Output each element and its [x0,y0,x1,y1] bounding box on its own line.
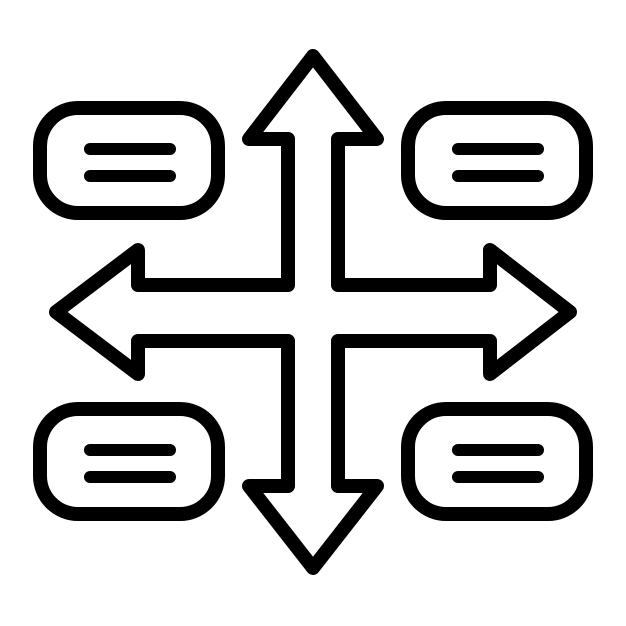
text-box-top-right [401,101,593,220]
text-box-top-left [33,101,225,220]
text-box-frame [401,402,593,521]
text-box-bottom-left [33,402,225,521]
text-box-frame [33,101,225,220]
text-box-frame [401,101,593,220]
cross-arrow-outline [49,49,577,575]
text-box-bottom-right [401,402,593,521]
text-box-frame [33,402,225,521]
